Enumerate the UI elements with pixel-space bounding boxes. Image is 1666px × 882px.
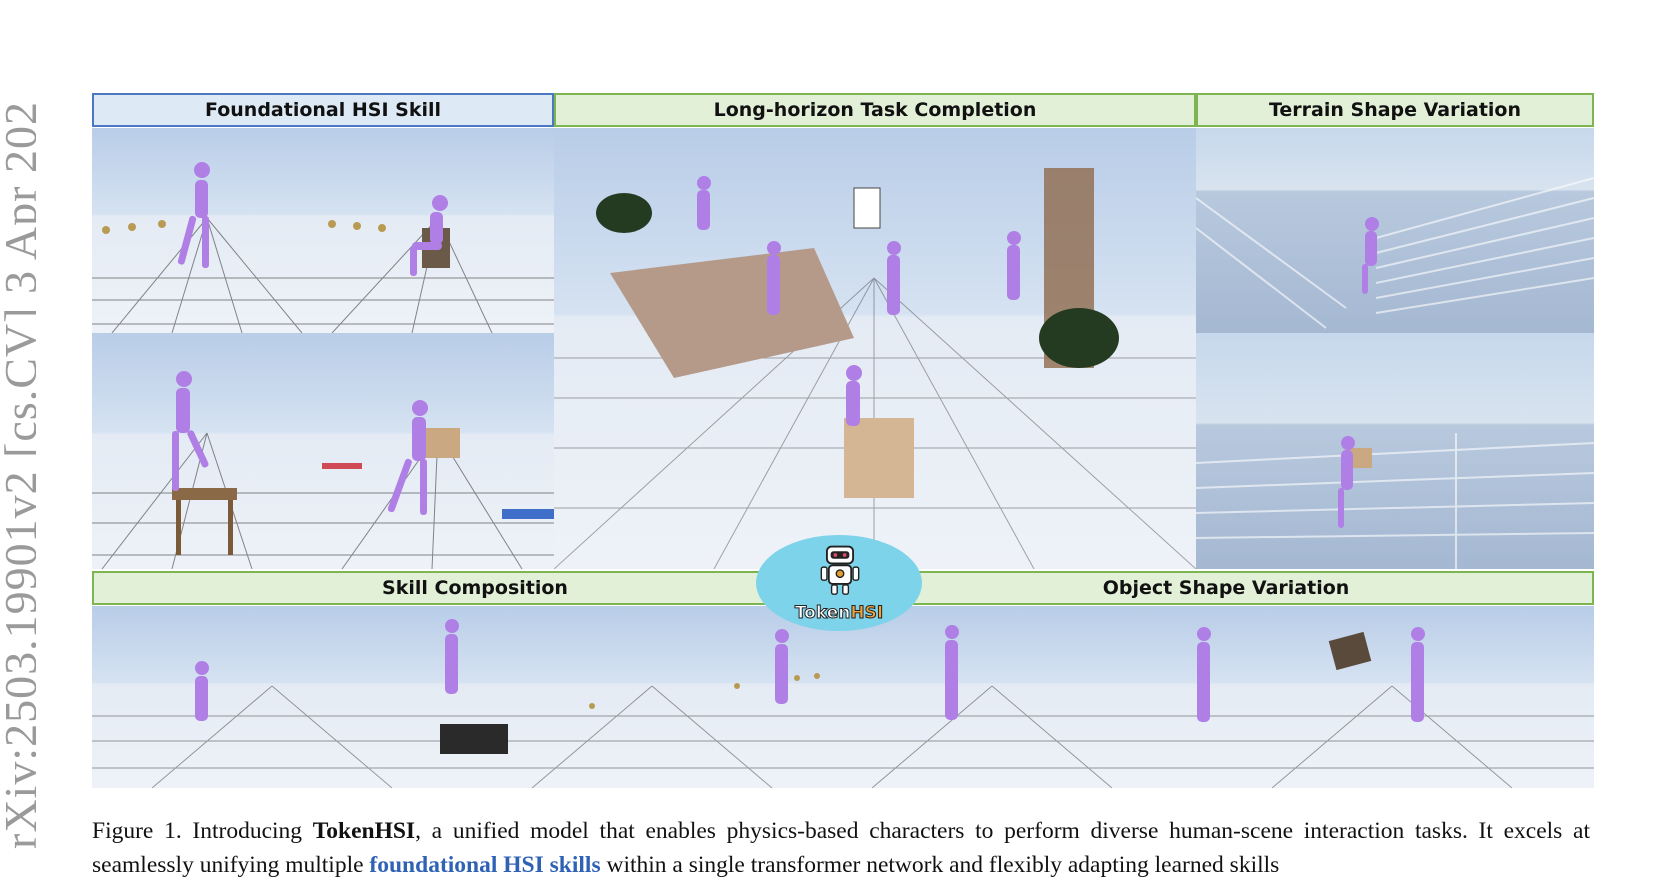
image-terrain-stairs-up — [1196, 128, 1594, 333]
caption-model-name: TokenHSI — [312, 818, 416, 844]
tokenhsi-logo: TokenHSI — [756, 535, 922, 631]
figure-caption: Figure 1. Introducing TokenHSI, a unifie… — [92, 814, 1590, 882]
image-foundational-climb — [92, 333, 322, 569]
logo-wordmark-token: Token — [794, 603, 851, 624]
header-object-shape-variation: Object Shape Variation — [858, 571, 1594, 605]
header-label: Foundational HSI Skill — [205, 99, 441, 121]
header-skill-composition: Skill Composition — [92, 571, 858, 605]
arxiv-margin-id: rXiv:2503.19901v2 [cs.CV] 3 Apr 202 — [0, 0, 36, 869]
image-foundational-follow — [92, 128, 322, 333]
image-foundational-carry — [322, 333, 554, 569]
header-label: Skill Composition — [382, 577, 568, 599]
header-label: Long-horizon Task Completion — [713, 99, 1037, 121]
caption-link-foundational-skills[interactable]: foundational HSI skills — [369, 852, 601, 878]
humanoid-figure — [1362, 217, 1379, 294]
header-long-horizon-task: Long-horizon Task Completion — [554, 93, 1196, 127]
humanoid-figure — [177, 162, 210, 268]
header-foundational-hsi-skill: Foundational HSI Skill — [92, 93, 554, 127]
caption-suffix: within a single transformer network and … — [600, 852, 1280, 878]
humanoid-figure — [172, 371, 209, 491]
header-terrain-shape-variation: Terrain Shape Variation — [1196, 93, 1594, 127]
humanoid-figure — [1338, 436, 1355, 528]
humanoid-figure — [387, 400, 428, 515]
image-bottom-strip — [92, 606, 1594, 788]
robot-icon — [820, 545, 860, 595]
humanoid-figure — [410, 195, 448, 276]
image-foundational-sit — [322, 128, 554, 333]
image-terrain-stairs-down — [1196, 333, 1594, 569]
logo-wordmark: TokenHSI — [756, 603, 922, 624]
header-label: Object Shape Variation — [1102, 577, 1350, 599]
humanoid-figures — [195, 619, 1425, 722]
logo-wordmark-hsi: HSI — [850, 603, 884, 624]
scene-follow-illustration — [92, 162, 322, 333]
plant-icon — [596, 193, 1119, 368]
humanoid-figures — [697, 176, 1021, 426]
caption-prefix: Figure 1. Introducing — [92, 818, 313, 844]
image-long-horizon-scene — [554, 128, 1196, 569]
header-label: Terrain Shape Variation — [1268, 99, 1522, 121]
arxiv-margin-text: rXiv:2503.19901v2 [cs.CV] 3 Apr 202 — [0, 101, 36, 849]
